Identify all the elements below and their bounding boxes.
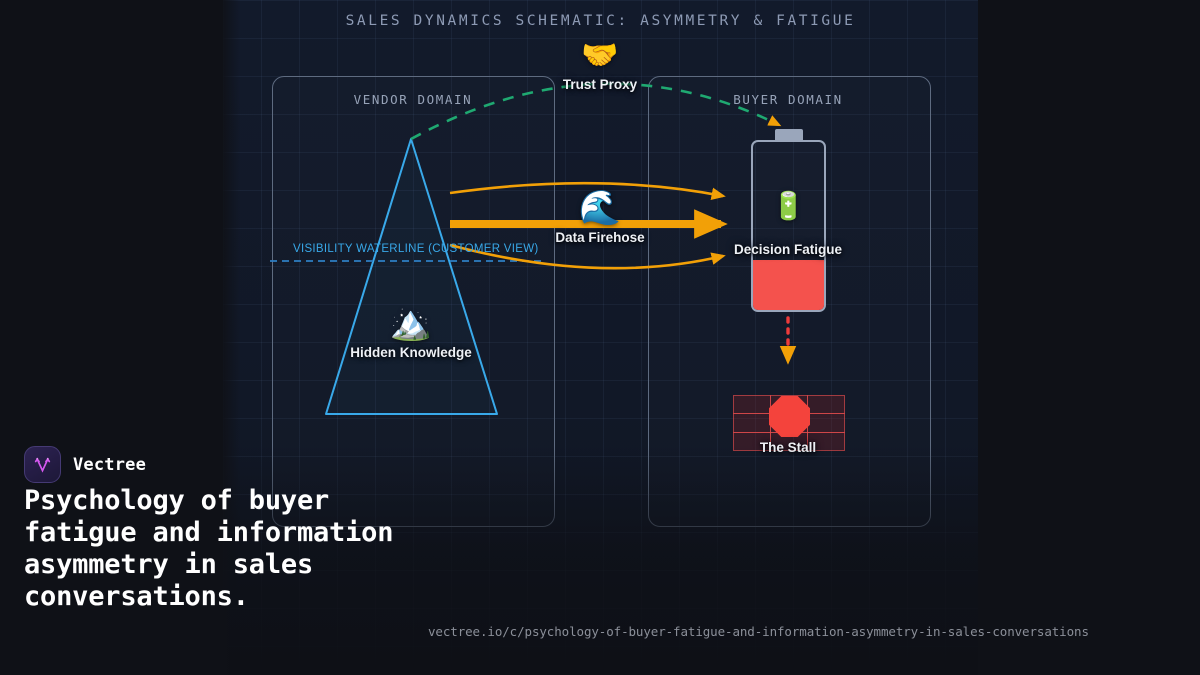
battery-fill-level [753,260,824,310]
node-hidden-knowledge: 🏔️ Hidden Knowledge [311,306,511,360]
handshake-icon: 🤝 [581,39,619,72]
headline: Psychology of buyer fatigue and informat… [24,485,394,613]
wave-icon: 🌊 [578,189,622,227]
stall-cell [732,413,771,433]
node-data-firehose-label: Data Firehose [555,230,645,245]
snow-mountain-icon: 🏔️ [389,304,433,342]
vectree-v-tree-logo-icon [34,457,51,473]
battery-icon: 🔋 [771,191,806,221]
vectree-logo [24,446,61,483]
node-the-stall-label: The Stall [759,440,817,455]
article-url: vectree.io/c/psychology-of-buyer-fatigue… [428,624,1089,639]
node-decision-fatigue-label: Decision Fatigue [733,242,843,257]
waterline-label: VISIBILITY WATERLINE (CUSTOMER VIEW) [293,243,539,255]
stall-cell [807,394,846,415]
overload-arrow-bottom [449,243,726,270]
overload-arrow-top [449,181,726,200]
stop-sign-icon [769,396,810,437]
vendor-domain-label: VENDOR DOMAIN [353,92,473,107]
brand-name: Vectree [73,454,147,475]
stall-cell [807,413,846,433]
node-trust-proxy: 🤝 Trust Proxy [500,39,700,93]
stall-cell [732,394,771,415]
node-data-firehose: 🌊 Data Firehose [500,191,700,245]
brand-row: Vectree [24,446,146,483]
diagram-vector-overlay [270,82,797,415]
node-hidden-knowledge-label: Hidden Knowledge [350,345,472,360]
buyer-domain-label: BUYER DOMAIN [733,92,843,107]
battery-cap [775,129,803,140]
battery-body [751,140,826,312]
schematic-title: SALES DYNAMICS SCHEMATIC: ASYMMETRY & FA… [345,13,856,29]
node-trust-proxy-label: Trust Proxy [562,77,638,92]
knowledge-pyramid [325,138,498,415]
trust-proxy-link [410,82,782,141]
